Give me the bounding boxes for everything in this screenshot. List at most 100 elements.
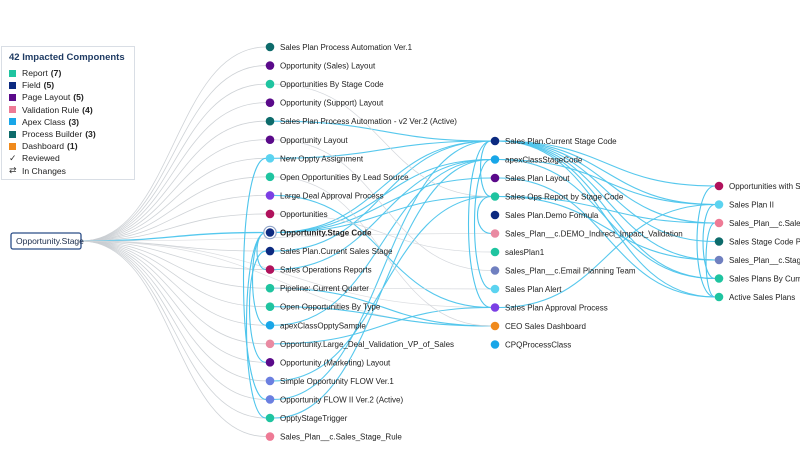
graph-node[interactable]: Sales Plan Layout xyxy=(490,173,571,183)
graph-node[interactable]: salesPlan1 xyxy=(490,247,545,257)
graph-node[interactable]: Opportunities xyxy=(265,209,328,219)
graph-node[interactable]: apexClassOpptySample xyxy=(265,320,367,330)
graph-node[interactable]: Open Opportunities By Lead Source xyxy=(265,172,409,182)
node-dot-report[interactable] xyxy=(714,274,724,283)
root-node-box[interactable] xyxy=(10,232,82,250)
node-dot-maroon[interactable] xyxy=(265,209,275,219)
node-dot-layout[interactable] xyxy=(265,135,275,145)
graph-node[interactable]: OpptyStageTrigger xyxy=(265,413,348,423)
graph-node[interactable]: Opportunity Layout xyxy=(265,135,349,145)
node-label: Sales Operations Reports xyxy=(280,266,372,275)
graph-node[interactable]: CPQProcessClass xyxy=(490,340,572,350)
graph-node[interactable]: Opportunity (Support) Layout xyxy=(265,98,384,108)
node-dot-indigo[interactable] xyxy=(490,266,500,275)
graph-node[interactable]: Opportunity (Marketing) Layout xyxy=(265,358,391,367)
node-dot-process[interactable] xyxy=(714,237,724,246)
node-dot-apex[interactable] xyxy=(490,340,500,349)
node-dot-validation[interactable] xyxy=(714,218,724,228)
graph-node[interactable]: Sales Plan.Current Stage Code xyxy=(490,136,617,146)
node-dot-field[interactable] xyxy=(265,246,275,256)
graph-node[interactable]: Sales_Plan__c.Stage C xyxy=(714,255,800,265)
graph-node[interactable]: Sales Stage Code Pro xyxy=(714,237,800,247)
graph-node[interactable]: Sales Plan Process Automation Ver.1 xyxy=(265,42,413,52)
graph-node[interactable]: Simple Opportunity FLOW Ver.1 xyxy=(265,376,395,386)
legend-item-layout[interactable]: Page Layout(5) xyxy=(9,91,134,103)
graph-node[interactable]: Opportunity FLOW II Ver.2 (Active) xyxy=(265,395,404,404)
node-dot-field[interactable] xyxy=(490,210,500,220)
node-dot-process[interactable] xyxy=(265,42,275,52)
graph-node[interactable]: Sales Plan Approval Process xyxy=(490,303,608,313)
legend-item-field[interactable]: Field(5) xyxy=(9,79,134,91)
node-dot-opp[interactable] xyxy=(265,191,275,200)
graph-node[interactable]: Sales Plan Alert xyxy=(490,284,563,294)
node-dot-report[interactable] xyxy=(714,292,724,302)
node-dot-opp[interactable] xyxy=(490,303,500,312)
graph-node[interactable]: Opportunities with Sa xyxy=(714,181,800,191)
node-dot-maroon[interactable] xyxy=(265,265,275,274)
graph-node[interactable]: Opportunities By Stage Code xyxy=(265,79,384,89)
node-label: Sales_Plan__c.Stage C xyxy=(729,256,800,265)
node-dot-report[interactable] xyxy=(490,247,500,257)
node-dot-report[interactable] xyxy=(490,192,500,201)
node-dot-apex[interactable] xyxy=(490,155,500,164)
legend-item-process[interactable]: Process Builder(3) xyxy=(9,128,134,140)
graph-node[interactable]: Sales Plan.Current Sales Stage xyxy=(265,246,393,256)
graph-node[interactable]: Open Opportunities By Type xyxy=(265,302,381,312)
graph-node[interactable]: Sales_Plan__c.Sales_Stage_Rule xyxy=(265,432,403,442)
graph-node[interactable]: Sales_Plan__c.Email Planning Team xyxy=(490,266,636,276)
graph-node[interactable]: Sales Plan II xyxy=(714,200,774,210)
node-dot-layout[interactable] xyxy=(490,173,500,183)
node-dot-lightblue[interactable] xyxy=(490,284,500,294)
node-label: Active Sales Plans xyxy=(729,293,795,302)
node-dot-dashboard[interactable] xyxy=(490,321,500,331)
graph-node[interactable]: Sales Ops Report by Stage Code xyxy=(490,192,624,202)
graph-node[interactable]: CEO Sales Dashboard xyxy=(490,321,586,331)
graph-node[interactable]: Sales Plans By Curren xyxy=(714,274,800,284)
legend-item-validation[interactable]: Validation Rule(4) xyxy=(9,104,134,116)
node-dot-layout[interactable] xyxy=(265,61,275,70)
node-dot-flow[interactable] xyxy=(265,395,275,404)
dependency-edge xyxy=(273,287,492,327)
graph-node[interactable]: Active Sales Plans xyxy=(714,292,796,302)
root-node[interactable]: Opportunity.Stage xyxy=(10,232,84,250)
node-dot-field[interactable] xyxy=(265,228,275,237)
graph-node[interactable]: Sales_Plan__c.Sales_C xyxy=(714,218,800,228)
graph-node[interactable]: Sales Plan Process Automation - v2 Ver.2… xyxy=(265,116,458,126)
graph-node[interactable]: Sales_Plan__c.DEMO_Indirect_Impact_Valid… xyxy=(490,229,683,239)
graph-node[interactable]: Sales Plan.Demo Formula xyxy=(490,210,599,220)
node-dot-validation2[interactable] xyxy=(490,229,500,238)
node-dot-validation[interactable] xyxy=(265,432,275,441)
node-dot-report[interactable] xyxy=(265,413,275,423)
graph-node[interactable]: New Oppty Assignment xyxy=(265,154,364,163)
node-dot-report[interactable] xyxy=(265,283,275,293)
node-dot-indigo[interactable] xyxy=(714,255,724,265)
graph-node[interactable]: apexClassStageCode xyxy=(490,155,583,165)
graph-node[interactable]: Opportunity.Stage Code xyxy=(263,225,372,240)
legend-item-reviewed[interactable]: ✓Reviewed xyxy=(9,152,134,164)
node-dot-report[interactable] xyxy=(265,79,275,89)
node-dot-lightblue[interactable] xyxy=(714,200,724,209)
graph-node[interactable]: Pipeline: Current Quarter xyxy=(265,283,370,293)
node-dot-field[interactable] xyxy=(490,136,500,146)
legend-count: (1) xyxy=(67,141,78,152)
node-dot-report[interactable] xyxy=(265,302,275,312)
legend-item-dashboard[interactable]: Dashboard(1) xyxy=(9,140,134,152)
legend-item-report[interactable]: Report(7) xyxy=(9,67,134,79)
node-dot-apex[interactable] xyxy=(265,320,275,330)
node-dot-validation2[interactable] xyxy=(265,339,275,349)
graph-node[interactable]: Opportunity.Large_Deal_Validation_VP_of_… xyxy=(265,339,454,349)
node-dot-layout[interactable] xyxy=(265,358,275,367)
node-dot-lightblue[interactable] xyxy=(265,154,275,163)
node-dot-flow[interactable] xyxy=(265,376,275,386)
graph-node[interactable]: Opportunity (Sales) Layout xyxy=(265,61,376,71)
node-dot-process[interactable] xyxy=(265,116,275,126)
legend-item-changes[interactable]: ⇄In Changes xyxy=(9,165,134,177)
node-label: Opportunity (Marketing) Layout xyxy=(280,358,391,367)
node-dot-layout[interactable] xyxy=(265,98,275,107)
graph-node[interactable]: Large Deal Approval Process xyxy=(265,191,384,200)
node-dot-maroon[interactable] xyxy=(714,181,724,191)
dependency-edge xyxy=(273,176,492,327)
graph-node[interactable]: Sales Operations Reports xyxy=(265,265,372,275)
legend-item-apex[interactable]: Apex Class(3) xyxy=(9,116,134,128)
node-dot-report[interactable] xyxy=(265,172,275,182)
